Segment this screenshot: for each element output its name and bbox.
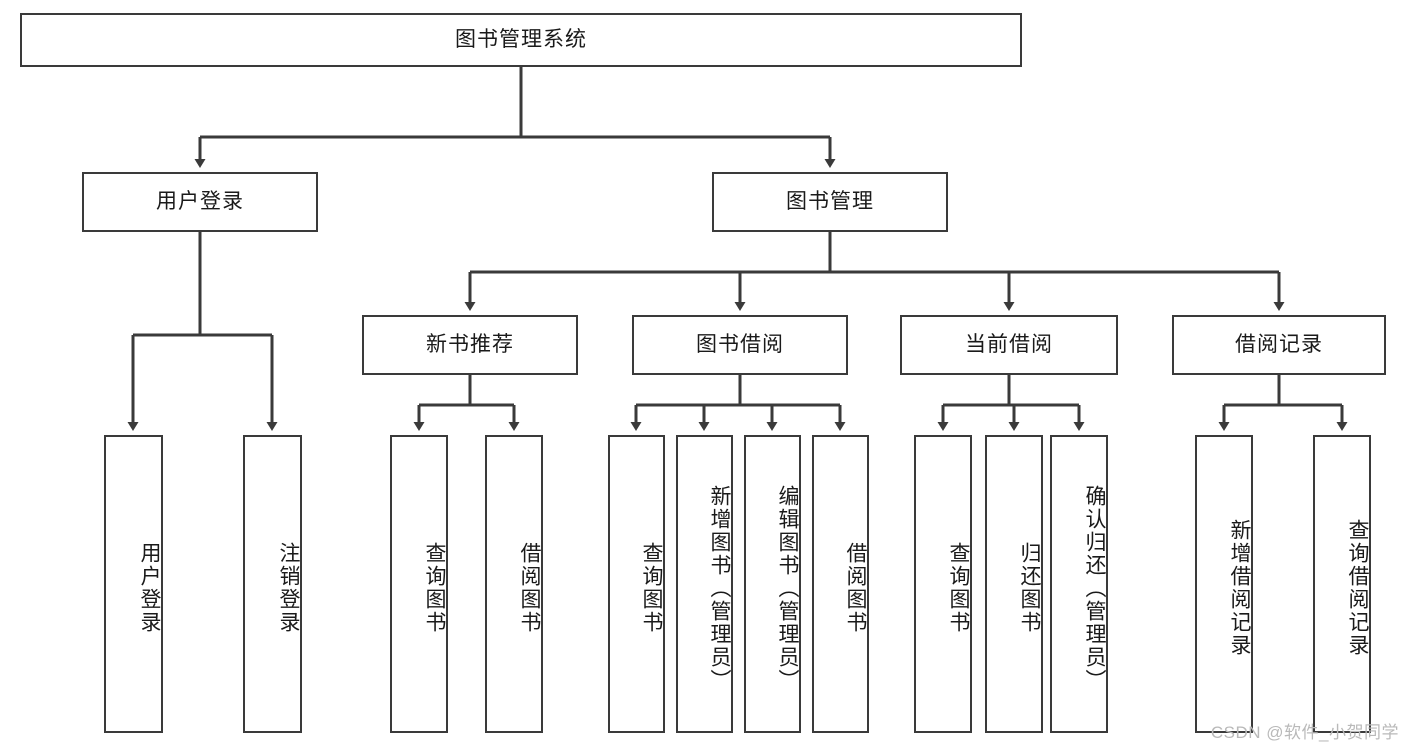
node-leaf-confirm-return[interactable]: 确认归还（管理员）	[1050, 435, 1108, 733]
node-leaf-user-login-label: 用户登录	[138, 542, 161, 634]
node-leaf-query-book-cur[interactable]: 查询图书	[914, 435, 972, 733]
node-leaf-add-record-label: 新增借阅记录	[1228, 519, 1251, 657]
node-leaf-edit-book-label: 编辑图书（管理员）	[776, 484, 799, 692]
node-borrow-record[interactable]: 借阅记录	[1172, 315, 1386, 375]
node-leaf-query-book-bor-label: 查询图书	[640, 542, 663, 634]
node-leaf-return-book[interactable]: 归还图书	[985, 435, 1043, 733]
node-leaf-user-logout-label: 注销登录	[277, 542, 300, 634]
node-leaf-query-book-cur-label: 查询图书	[947, 542, 970, 634]
node-new-book-rec-label: 新书推荐	[426, 333, 514, 357]
node-book-manage[interactable]: 图书管理	[712, 172, 948, 232]
node-book-borrow[interactable]: 图书借阅	[632, 315, 848, 375]
node-leaf-borrow-book-rec-label: 借阅图书	[518, 542, 541, 634]
node-leaf-confirm-return-label: 确认归还（管理员）	[1083, 484, 1106, 692]
node-leaf-edit-book[interactable]: 编辑图书（管理员）	[744, 435, 801, 733]
node-leaf-add-book-label: 新增图书（管理员）	[708, 484, 731, 692]
node-leaf-user-login[interactable]: 用户登录	[104, 435, 163, 733]
node-book-manage-label: 图书管理	[786, 190, 874, 214]
node-current-borrow[interactable]: 当前借阅	[900, 315, 1118, 375]
node-leaf-query-record[interactable]: 查询借阅记录	[1313, 435, 1371, 733]
node-leaf-borrow-book[interactable]: 借阅图书	[812, 435, 869, 733]
node-leaf-query-book-rec[interactable]: 查询图书	[390, 435, 448, 733]
node-borrow-record-label: 借阅记录	[1235, 333, 1323, 357]
node-current-borrow-label: 当前借阅	[965, 333, 1053, 357]
node-book-borrow-label: 图书借阅	[696, 333, 784, 357]
node-root-label: 图书管理系统	[455, 28, 587, 52]
node-user-login-label: 用户登录	[156, 190, 244, 214]
node-leaf-borrow-book-rec[interactable]: 借阅图书	[485, 435, 543, 733]
node-new-book-rec[interactable]: 新书推荐	[362, 315, 578, 375]
watermark-text: CSDN @软件_小贺同学	[1210, 723, 1399, 742]
node-leaf-borrow-book-label: 借阅图书	[844, 542, 867, 634]
node-leaf-add-record[interactable]: 新增借阅记录	[1195, 435, 1253, 733]
node-leaf-query-book-bor[interactable]: 查询图书	[608, 435, 665, 733]
node-user-login[interactable]: 用户登录	[82, 172, 318, 232]
node-leaf-add-book[interactable]: 新增图书（管理员）	[676, 435, 733, 733]
node-leaf-query-book-rec-label: 查询图书	[423, 542, 446, 634]
node-leaf-query-record-label: 查询借阅记录	[1346, 519, 1369, 657]
node-leaf-return-book-label: 归还图书	[1018, 542, 1041, 634]
node-leaf-user-logout[interactable]: 注销登录	[243, 435, 302, 733]
node-root[interactable]: 图书管理系统	[20, 13, 1022, 67]
